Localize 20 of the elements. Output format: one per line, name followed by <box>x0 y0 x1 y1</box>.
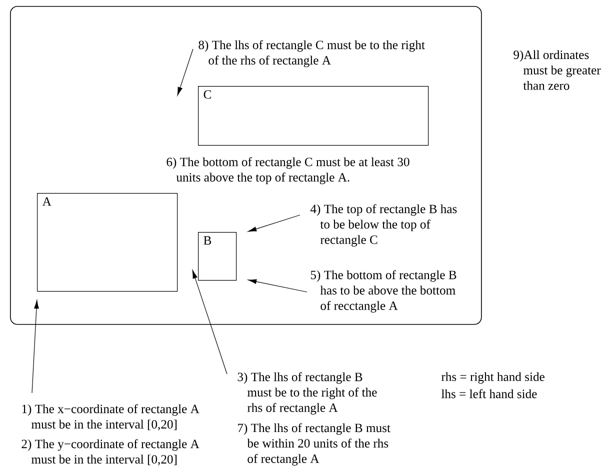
constraint-note: 1) The x−coordinate of rectangle A must be in the interval [0,20] <box>22 404 200 430</box>
note-text: rhs = right hand side <box>441 372 544 384</box>
constraint-note: 4) The top of rectangle B has to be below the top of rectangle C <box>310 204 457 247</box>
note-text: 6) The bottom of rectangle C must be at least 30 units above the top of rectangle A. <box>166 157 410 184</box>
constraint-note: 8) The lhs of rectangle C must be to the right of the rhs of rectangle A <box>198 40 425 68</box>
leader-arrow <box>32 300 39 394</box>
rectangle-box: A <box>37 193 178 292</box>
leader-arrow <box>192 270 228 374</box>
note-text: 9)All ordinates must be greater than zero <box>514 50 601 90</box>
leader-arrow <box>177 48 194 96</box>
rectangle-box: C <box>198 86 429 146</box>
leader-arrow <box>248 279 308 292</box>
note-text: lhs = left hand side <box>441 389 537 398</box>
rectangle-box: B <box>198 232 237 281</box>
note-text: 7) The lhs of rectangle B must be within 20 units of the rhs of rectangle A <box>238 423 390 466</box>
leader-arrow <box>248 214 300 232</box>
constraint-note: 5) The bottom of rectangle B has to be above the bottom of recctangle A <box>310 270 456 313</box>
constraint-note: 3) The lhs of rectangle B must be to the right of the rhs of rectangle A <box>238 372 377 415</box>
note-text: 2) The y−coordinate of rectangle A must be in the interval [0,20] <box>22 439 200 466</box>
frame-box <box>10 6 482 325</box>
